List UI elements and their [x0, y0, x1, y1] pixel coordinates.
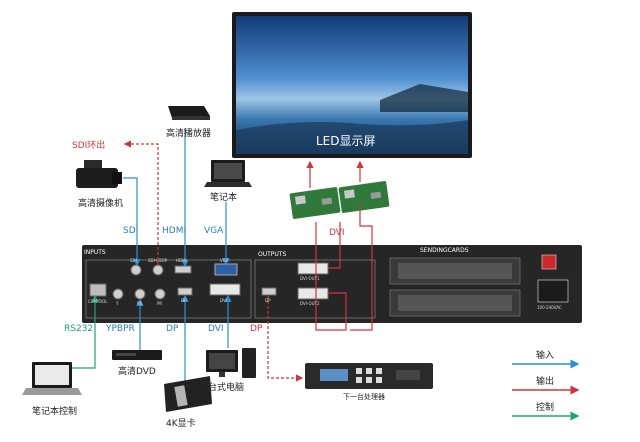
player-label: 高清播放器: [166, 129, 212, 139]
port-hdmi: HDMI: [176, 258, 187, 263]
line-dvi-out2: [315, 222, 347, 331]
next-processor-device: [305, 363, 433, 389]
line-dvi-loop: [350, 205, 373, 331]
hd-dvd: [112, 350, 162, 360]
rs232-conn-label: RS232: [64, 324, 94, 334]
panel-outputs-label: OUTPUTS: [258, 251, 287, 258]
4k-gpu: [164, 376, 212, 412]
gpu-label: 4K显卡: [166, 419, 196, 429]
camera-label: 高清摄像机: [78, 199, 124, 209]
line-dvi-out1: [328, 222, 341, 269]
vga-conn-label: VGA: [204, 226, 224, 236]
dp-conn-label: DP: [166, 324, 179, 334]
desktop-label: 台式电脑: [208, 383, 245, 393]
sdi-conn-label: SDI: [123, 226, 139, 236]
line-sdi-in: [123, 177, 141, 267]
processor-panel: [82, 245, 582, 323]
sending-card-1: [289, 187, 341, 219]
panel-sendingcards-label: SENDINGCARDS: [420, 247, 469, 254]
port-dvi-out1: DVI-OUT1: [300, 276, 320, 281]
port-pr: PR: [157, 301, 163, 306]
legend-control-label: 控制: [536, 403, 555, 413]
hd-player: [168, 106, 210, 120]
dvi-conn-label: DVI: [208, 324, 224, 334]
port-dvi-out2: DVI-OUT2: [300, 301, 320, 306]
line-dp-out: [267, 296, 304, 382]
port-out-dp: DP: [265, 298, 271, 303]
dvd-label: 高清DVD: [118, 367, 156, 377]
hdmi-conn-label: HDMI: [162, 226, 187, 236]
port-y: Y: [116, 301, 119, 306]
port-dp: DP: [181, 298, 187, 303]
next-processor-label: 下一台处理器: [343, 393, 385, 401]
sending-card-2: [338, 181, 390, 213]
power-label: 100-240VAC: [537, 305, 562, 310]
port-vga: VGA: [220, 258, 229, 263]
laptop: [204, 160, 252, 187]
line-sdi-loop: [123, 140, 159, 265]
control-laptop: [22, 362, 82, 395]
led-screen-label: LED显示屏: [316, 134, 376, 148]
legend-input-label: 输入: [536, 351, 555, 361]
dp-out-conn-label: DP: [250, 324, 263, 334]
ypbpr-conn-label: YPBPR: [106, 324, 135, 334]
control-laptop-label: 笔记本控制: [32, 407, 78, 417]
port-dvi: DVI: [220, 298, 227, 303]
laptop-label: 笔记本: [210, 193, 238, 203]
port-sdi-loop: SDI-LOOP: [148, 258, 168, 263]
sdi-out-label: SDI环出: [72, 141, 106, 151]
port-control: CONTROL: [88, 299, 108, 304]
dvi-out-conn-label: DVI: [329, 228, 345, 238]
legend-output-label: 输出: [536, 377, 555, 387]
led-screen: [232, 12, 472, 158]
desktop-pc: [206, 348, 256, 378]
hd-camera: [76, 160, 122, 188]
panel-inputs-label: INPUTS: [84, 249, 106, 256]
port-pb: PB: [137, 301, 143, 306]
port-sdi: SDI: [130, 258, 137, 263]
